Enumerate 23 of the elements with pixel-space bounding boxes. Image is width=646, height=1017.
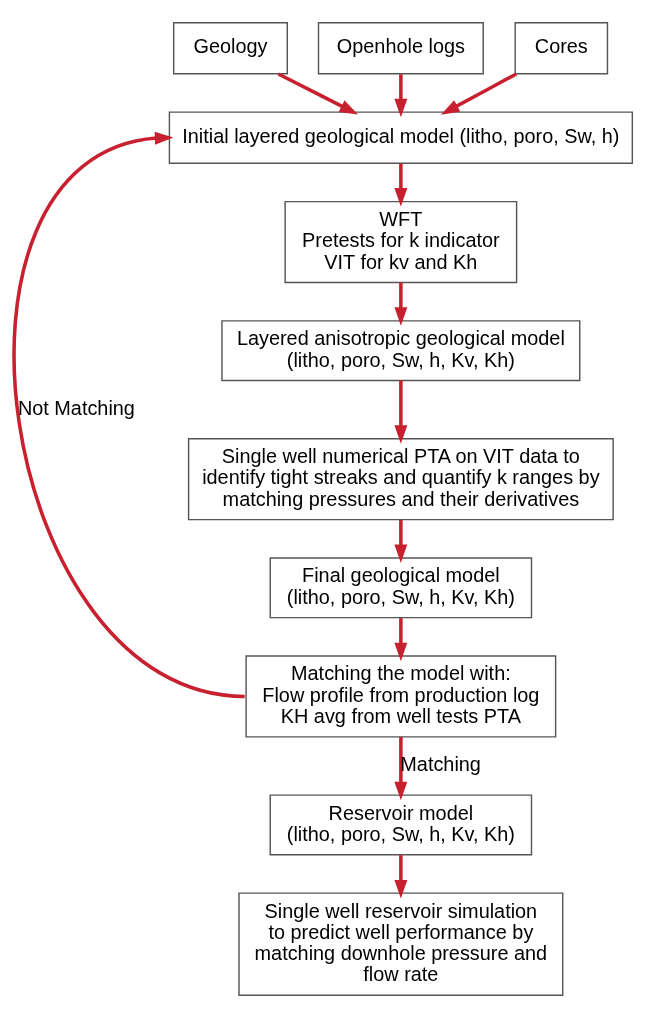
node-box: Initial layered geological model (litho, poro, Sw, h) [168,110,633,164]
arrow [394,617,408,661]
edge-label: Not Matching [17,396,135,419]
node-box: Layered anisotropic geological model (litho, poro, Sw, h, Kv, Kh) [221,319,581,381]
node-box: Reservoir model (litho, poro, Sw, h, Kv, Kh) [269,793,533,855]
node-box: Matching the model with: Flow profile from production log KH avg from well tests PTA [245,654,557,738]
arrow [394,163,408,207]
arrow [394,736,408,800]
arrow [440,71,518,115]
node-box: Single well reservoir simulation to predict well performance by matching downhole pressure and flow rate [238,891,564,996]
node-box: Final geological model (litho, poro, Sw, h, Kv, Kh) [269,556,533,618]
arrow [394,282,408,326]
node-box: Geology [172,21,288,74]
arrow [12,131,245,698]
node-box: Single well numerical PTA on VIT data to identify tight streaks and quantify k ranges by matching pressures and their derivatives [187,437,614,520]
arrow [394,73,408,117]
arrow [394,380,408,444]
arrow [394,854,408,898]
arrow [277,71,359,114]
node-box: Openhole logs [317,21,484,74]
node-box: Cores [514,21,609,74]
arrow [394,519,408,563]
node-box: WFT Pretests for k indicator VIT for kv and Kh [284,200,518,283]
